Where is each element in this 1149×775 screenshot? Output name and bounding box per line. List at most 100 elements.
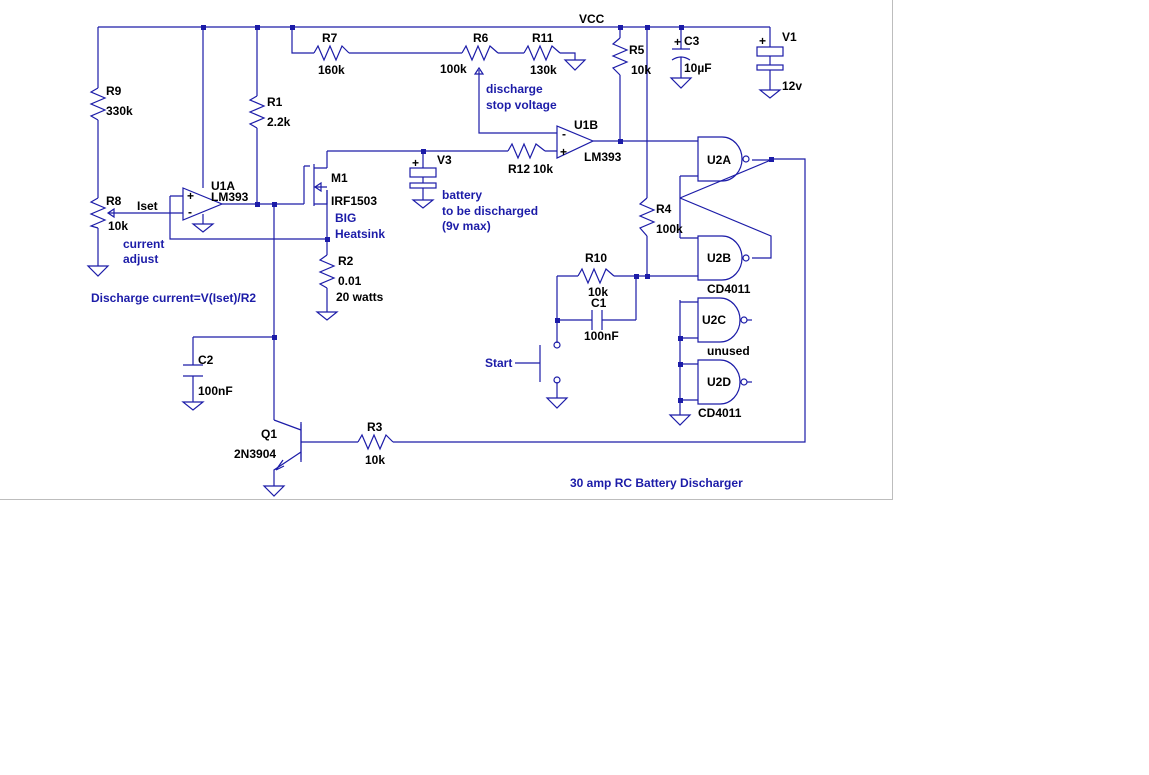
resistor-r12: R12 10k (507, 142, 553, 176)
capacitor-c2: C2 100nF (183, 353, 233, 398)
svg-text:0.01: 0.01 (338, 274, 362, 288)
svg-text:R11: R11 (532, 31, 554, 45)
svg-text:U1B: U1B (574, 118, 598, 132)
note-adjust: adjust (123, 252, 158, 266)
svg-text:100nF: 100nF (584, 329, 619, 343)
svg-text:IRF1503: IRF1503 (331, 194, 377, 208)
net-label-iset: Iset (137, 199, 158, 213)
svg-text:160k: 160k (318, 63, 345, 77)
note-9v-max: (9v max) (442, 219, 491, 233)
note-current: current (123, 237, 164, 251)
schematic-title: 30 amp RC Battery Discharger (570, 476, 743, 490)
svg-text:V1: V1 (782, 30, 797, 44)
potentiometer-r6: R6 100k (440, 31, 499, 76)
svg-text:R5: R5 (629, 43, 645, 57)
svg-text:unused: unused (707, 344, 750, 358)
svg-text:U2C: U2C (702, 313, 726, 327)
net-label-vcc: VCC (579, 12, 605, 26)
svg-text:R3: R3 (367, 420, 383, 434)
note-formula: Discharge current=V(Iset)/R2 (91, 291, 256, 305)
nand-gate-u2b: U2B CD4011 (697, 235, 751, 296)
capacitor-c3: + C3 10µF (671, 34, 712, 75)
resistor-r10: R10 10k (577, 251, 615, 299)
note-big: BIG (335, 211, 356, 225)
svg-text:R9: R9 (106, 84, 122, 98)
resistor-r2: R2 0.01 20 watts (318, 254, 384, 304)
capacitor-c1: C1 100nF (584, 296, 619, 343)
svg-text:R10: R10 (585, 251, 607, 265)
svg-text:CD4011: CD4011 (698, 406, 742, 420)
resistor-r11: R11 130k (523, 31, 561, 77)
svg-text:10k: 10k (533, 162, 553, 176)
svg-text:10k: 10k (631, 63, 651, 77)
svg-text:CD4011: CD4011 (707, 282, 751, 296)
svg-text:R6: R6 (473, 31, 489, 45)
battery-v3: + V3 (409, 153, 452, 189)
note-battery: battery (442, 188, 482, 202)
svg-text:2.2k: 2.2k (267, 115, 291, 129)
svg-text:C2: C2 (198, 353, 214, 367)
svg-text:U2D: U2D (707, 375, 731, 389)
svg-text:+: + (759, 34, 766, 48)
svg-text:U2A: U2A (707, 153, 731, 167)
svg-text:-: - (188, 205, 192, 219)
note-discharge: discharge (486, 82, 543, 96)
annotations: VCC Iset current adjust discharge stop v… (91, 12, 743, 490)
svg-text:+: + (674, 35, 681, 49)
nand-gate-u2c: U2C unused (697, 297, 752, 358)
resistor-r5: R5 10k (611, 37, 651, 77)
transistor-q1: Q1 2N3904 (234, 422, 302, 471)
note-stop-voltage: stop voltage (486, 98, 557, 112)
svg-text:10k: 10k (365, 453, 385, 467)
svg-text:R4: R4 (656, 202, 672, 216)
svg-text:10k: 10k (588, 285, 608, 299)
note-to-be-discharged: to be discharged (442, 204, 538, 218)
resistor-r1: R1 2.2k (248, 95, 291, 129)
svg-text:C1: C1 (591, 296, 607, 310)
svg-text:V3: V3 (437, 153, 452, 167)
svg-text:2N3904: 2N3904 (234, 447, 276, 461)
svg-text:R7: R7 (322, 31, 338, 45)
svg-text:R12: R12 (508, 162, 530, 176)
svg-text:Q1: Q1 (261, 427, 277, 441)
svg-text:Start: Start (485, 356, 512, 370)
nand-gate-u2a: U2A (697, 136, 750, 182)
resistor-r7: R7 160k (313, 31, 350, 77)
note-heatsink: Heatsink (335, 227, 385, 241)
nand-gate-u2d: U2D CD4011 (697, 359, 752, 420)
svg-text:+: + (412, 156, 419, 170)
svg-text:+: + (187, 189, 194, 203)
svg-text:C3: C3 (684, 34, 700, 48)
svg-text:-: - (562, 127, 566, 141)
junction-dots (201, 25, 774, 403)
svg-text:10k: 10k (108, 219, 128, 233)
svg-text:R2: R2 (338, 254, 354, 268)
svg-text:12v: 12v (782, 79, 802, 93)
svg-text:+: + (560, 145, 567, 159)
svg-text:330k: 330k (106, 104, 133, 118)
start-switch: Start (485, 341, 561, 384)
svg-text:20 watts: 20 watts (336, 290, 384, 304)
svg-text:10µF: 10µF (684, 61, 712, 75)
svg-text:U2B: U2B (707, 251, 731, 265)
ground-symbols (86, 59, 782, 497)
mosfet-m1: M1 IRF1503 (304, 164, 377, 208)
resistor-r3: R3 10k (357, 420, 394, 467)
svg-text:LM393: LM393 (584, 150, 622, 164)
resistor-r9: R9 330k (89, 84, 133, 121)
schematic-sheet (0, 0, 893, 500)
wires (97, 26, 806, 486)
resistor-r4: R4 100k (638, 197, 683, 237)
svg-text:M1: M1 (331, 171, 348, 185)
opamp-u1a: + - U1A LM393 (182, 179, 249, 221)
battery-v1: + V1 12v (756, 30, 802, 93)
svg-text:LM393: LM393 (211, 190, 249, 204)
svg-text:U1A: U1A (211, 179, 235, 193)
potentiometer-r8: R8 10k (89, 194, 128, 233)
opamp-u1b: - + U1B LM393 (556, 118, 622, 164)
svg-text:100k: 100k (656, 222, 683, 236)
svg-text:100nF: 100nF (198, 384, 233, 398)
svg-text:100k: 100k (440, 62, 467, 76)
svg-text:R8: R8 (106, 194, 122, 208)
